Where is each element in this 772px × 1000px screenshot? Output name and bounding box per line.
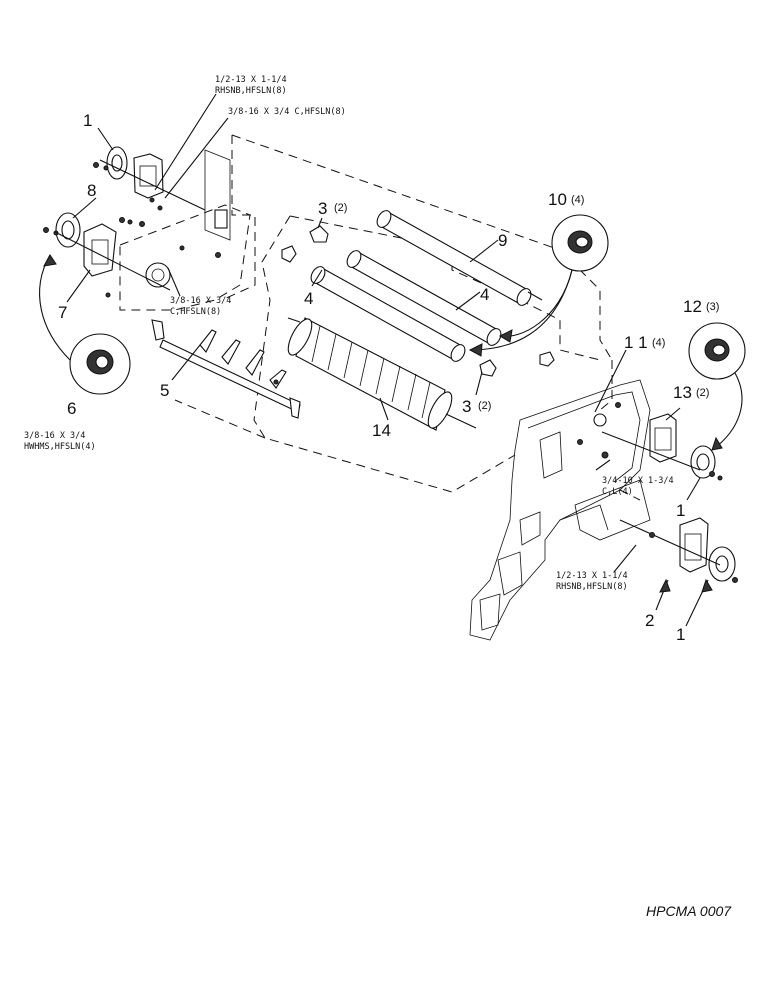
- note-bolt-top-line1: 1/2-13 X 1-1/4: [215, 75, 287, 85]
- bearing-assembly-left: [43, 212, 171, 291]
- note-bolt-38-top: 3/8-16 X 3/4 C,HFSLN(8): [228, 107, 346, 117]
- callout-10: 10: [548, 190, 567, 209]
- callout-11: 1 1: [624, 333, 648, 352]
- bearing-assembly-right-upper: [601, 413, 723, 481]
- left-side-plate: [105, 149, 251, 311]
- drawing-code: HPCMA 0007: [646, 903, 732, 919]
- callout-5: 5: [160, 381, 169, 400]
- callout-1-right: 1: [676, 501, 685, 520]
- callout-10-qty: (4): [571, 194, 584, 206]
- callout-9: 9: [498, 231, 507, 250]
- scraper-bar-5: [151, 319, 301, 419]
- bearing-detail-12: [688, 322, 746, 451]
- callout-8: 8: [87, 181, 96, 200]
- callout-3-top-qty: (2): [334, 202, 347, 214]
- roller-9: [376, 210, 543, 306]
- note-bolt-bottom-line1: 1/2-13 X 1-1/4: [556, 571, 628, 581]
- callout-11-qty: (4): [652, 337, 665, 349]
- frame-outline-dashed: [174, 134, 613, 493]
- callout-1-bottom: 1: [676, 625, 685, 644]
- bearing-detail-10: [468, 214, 609, 357]
- callout-13-qty: (2): [696, 387, 709, 399]
- note-bolt-38-left-line1: 3/8-16 X 3/4: [24, 431, 85, 441]
- bearing-flange-top-left: [93, 146, 206, 211]
- roller-14-knurled: [287, 317, 477, 431]
- note-bolt-34-line1: 3/4-10 X 1-3/4: [602, 476, 674, 486]
- callout-3-bottom-qty: (2): [478, 400, 491, 412]
- note-bolt-bottom-line2: RHSNB,HFSLN(8): [556, 582, 628, 592]
- callout-3-top: 3: [318, 199, 327, 218]
- callout-1-top: 1: [83, 111, 92, 130]
- note-bolt-38-left-line2: HWHMS,HFSLN(4): [24, 442, 96, 452]
- callout-7: 7: [58, 303, 67, 322]
- callout-labels: 1 8 7 6 5 3 (2) 9 10 (4) 4 4 14 3 (2) 1 …: [58, 111, 719, 644]
- note-bolt-34-line2: C,L(4): [602, 487, 633, 497]
- callout-6: 6: [67, 399, 76, 418]
- hardware-notes: 1/2-13 X 1-1/4 RHSNB,HFSLN(8) 3/8-16 X 3…: [24, 75, 674, 592]
- note-bolt-top-line2: RHSNB,HFSLN(8): [215, 86, 287, 96]
- bearing-assembly-right-lower: [619, 517, 738, 583]
- callout-13: 13: [673, 383, 692, 402]
- callout-12-qty: (3): [706, 301, 719, 313]
- stud-bolts: [281, 225, 555, 377]
- note-bolt-38-mid-line1: 3/8-16 X 3/4: [170, 296, 231, 306]
- callout-14: 14: [372, 421, 391, 440]
- callout-12: 12: [683, 297, 702, 316]
- note-bolt-38-mid-line2: C,HFSLN(8): [170, 307, 221, 317]
- bearing-detail-6: [39, 254, 131, 395]
- callout-2: 2: [645, 611, 654, 630]
- callout-4-right: 4: [480, 285, 489, 304]
- roller-4-upper: [346, 250, 502, 346]
- right-side-frame: [469, 379, 651, 641]
- callout-3-bottom: 3: [462, 397, 471, 416]
- leader-lines: [66, 93, 713, 627]
- callout-4-left: 4: [304, 289, 313, 308]
